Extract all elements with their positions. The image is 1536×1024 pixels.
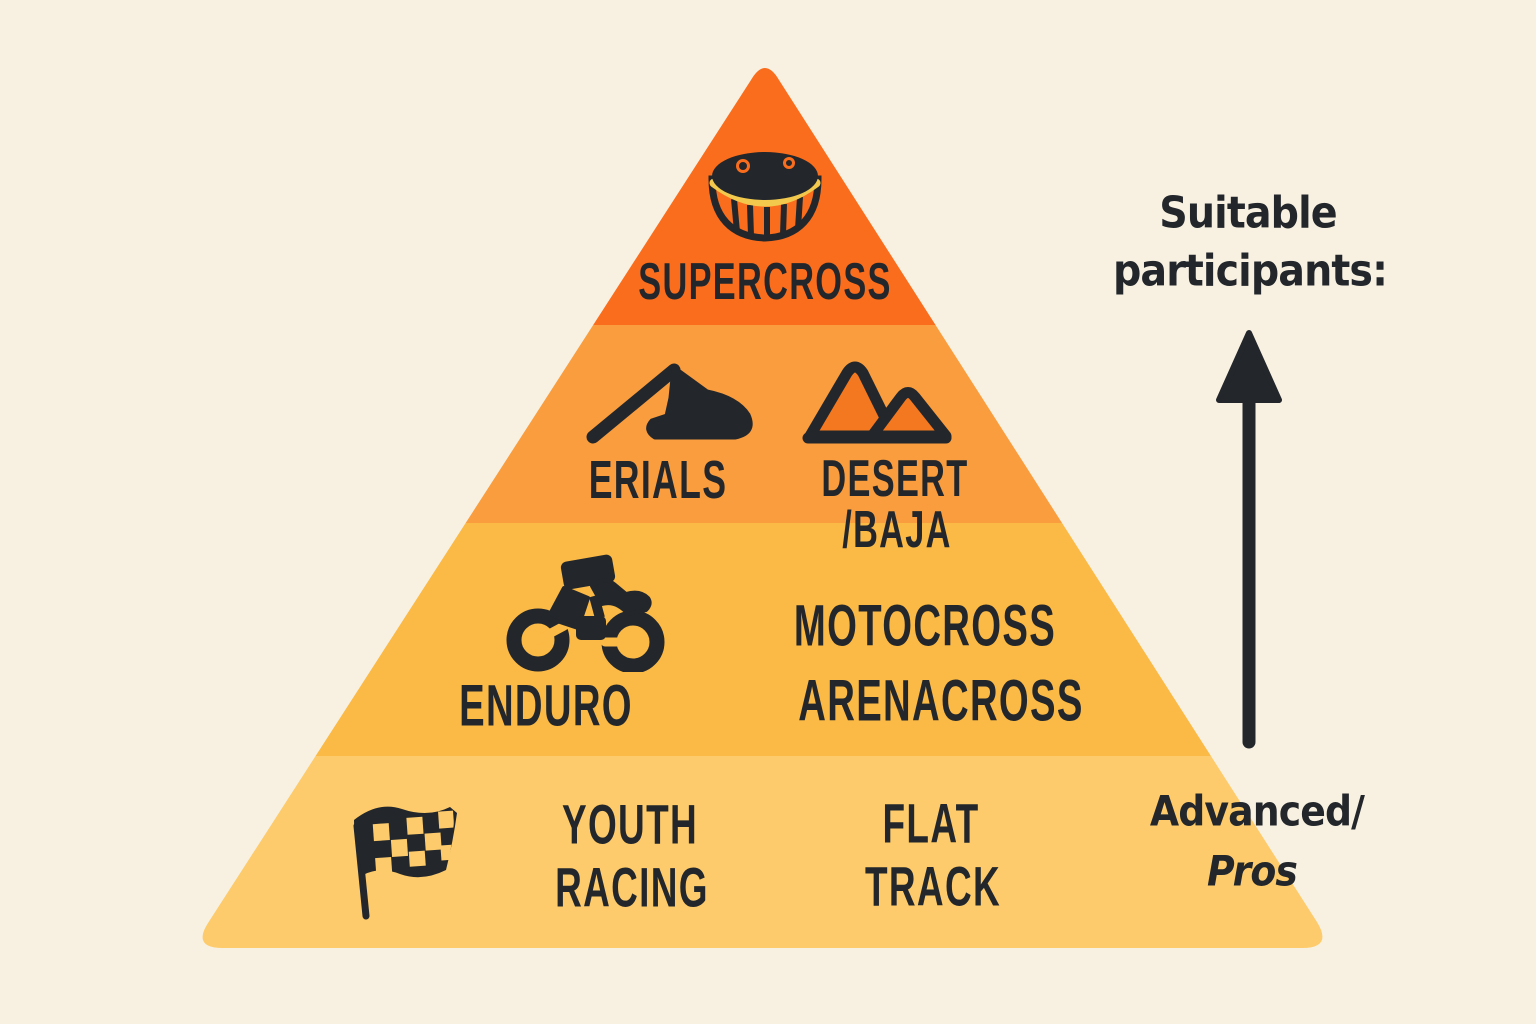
checkered-flag-icon [340,786,475,921]
label-supercross: SUPERCROSS [638,253,892,311]
label-racing: RACING [555,855,709,919]
desert-mountains-icon [798,348,956,450]
label-youth: YOUTH [562,792,698,856]
level-pros-label: Pros [1206,846,1298,896]
level-advanced-label: Advanced/ [1149,786,1365,836]
suitable-participants-heading-line2: participants: [1112,245,1388,297]
stadium-icon [702,147,828,247]
up-arrow-icon [1215,329,1283,749]
dirt-bike-icon [500,552,666,672]
label-baja: /BAJA [842,501,952,559]
label-flat: FLAT [882,791,980,855]
suitable-participants-heading-line1: Suitable [1159,187,1337,239]
label-track: TRACK [865,854,1001,918]
label-arenacross: ARENACROSS [798,668,1084,734]
hill-icon [583,353,763,445]
label-erials: ERIALS [588,450,728,510]
label-enduro: ENDURO [459,673,633,739]
label-motocross: MOTOCROSS [793,593,1057,659]
label-desert: DESERT [821,450,969,508]
